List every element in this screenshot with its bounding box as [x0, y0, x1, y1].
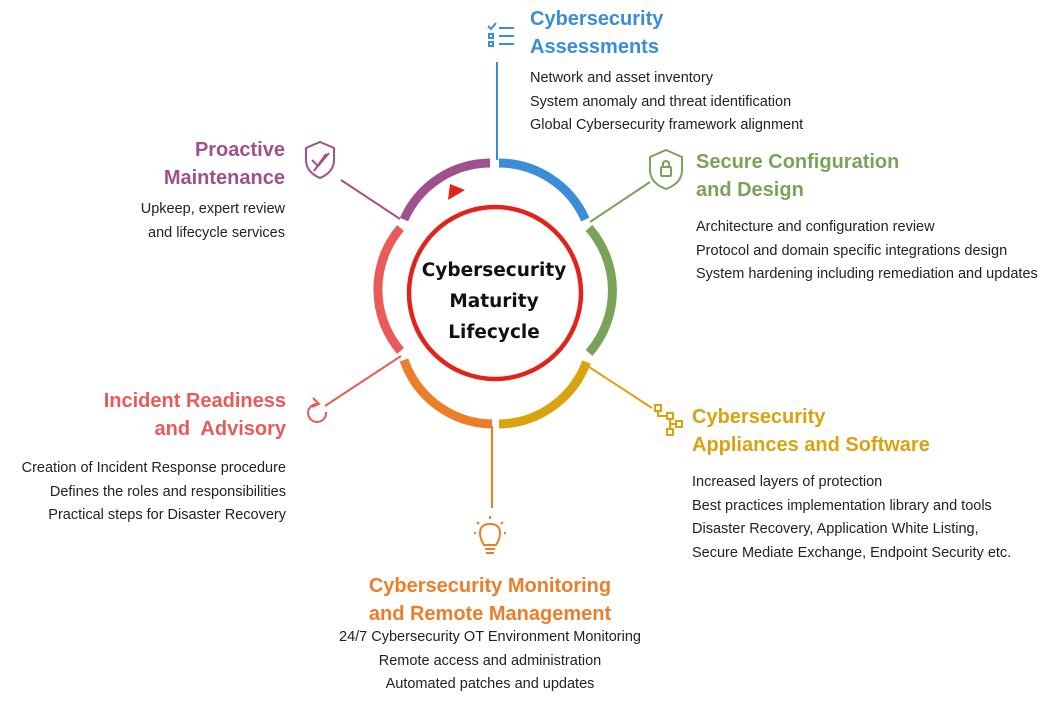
center-title: Cybersecurity Maturity Lifecycle — [410, 255, 578, 348]
maintenance-title-line-2: Maintenance — [163, 167, 285, 189]
monitoring-title-line-2: and Remote Management — [368, 603, 612, 625]
appliances-title-line-1: Cybersecurity — [692, 406, 826, 428]
stage-maintenance: Proactive Maintenance Upkeep, expert rev… — [60, 136, 285, 245]
secure-config-title-line-2: and Design — [696, 179, 804, 201]
connector-maintenance — [340, 179, 401, 220]
monitoring-item: 24/7 Cybersecurity OT Environment Monito… — [339, 629, 641, 645]
appliances-items: Increased layers of protection Best prac… — [692, 471, 1011, 565]
stage-secure-config: Secure Configuration and Design Architec… — [696, 148, 1038, 287]
appliances-title-line-2: Appliances and Software — [692, 434, 930, 456]
incident-item: Defines the roles and responsibilities — [49, 483, 286, 500]
secure-config-item: Protocol and domain specific integration… — [696, 242, 1008, 259]
shield-check-icon — [305, 140, 335, 180]
assessments-title-line-2: Assessments — [530, 36, 659, 58]
center-line-2: Maturity — [449, 291, 539, 312]
secure-config-title-line-1: Secure Configuration — [696, 151, 900, 173]
connector-incident — [324, 355, 402, 407]
hierarchy-icon — [654, 404, 683, 436]
stage-assessments: Cybersecurity Assessments Network and as… — [530, 5, 803, 138]
stage-incident: Incident Readiness and Advisory Creation… — [0, 387, 286, 528]
connector-secure-config — [589, 181, 651, 223]
incident-title-line-2: and Advisory — [154, 418, 286, 440]
checklist-icon — [487, 22, 514, 47]
incident-item: Creation of Incident Response procedure — [21, 460, 286, 476]
assessments-item: System anomaly and threat identification — [530, 93, 792, 110]
monitoring-title: Cybersecurity Monitoring and Remote Mana… — [300, 572, 680, 628]
maintenance-title: Proactive Maintenance — [60, 136, 285, 192]
secure-config-items: Architecture and configuration review Pr… — [696, 216, 1038, 287]
maintenance-item: and lifecycle services — [148, 224, 285, 241]
ring-segment-maintenance — [399, 158, 491, 222]
monitoring-items: 24/7 Cybersecurity OT Environment Monito… — [300, 626, 680, 697]
cycle-arrowhead — [448, 184, 465, 200]
monitoring-item: Remote access and administration — [378, 652, 602, 669]
incident-items: Creation of Incident Response procedure … — [0, 457, 286, 528]
ring-segment-assessments — [498, 158, 590, 222]
assessments-item: Network and asset inventory — [530, 70, 713, 86]
refresh-icon — [307, 397, 328, 423]
appliances-item: Increased layers of protection — [692, 474, 883, 490]
assessments-item: Global Cybersecurity framework alignment — [530, 117, 804, 133]
connector-appliances — [585, 364, 653, 409]
stage-appliances: Cybersecurity Appliances and Software In… — [692, 403, 1011, 565]
secure-config-title: Secure Configuration and Design — [696, 148, 1038, 204]
center-line-1: Cybersecurity — [421, 260, 567, 281]
appliances-item: Disaster Recovery, Application White Lis… — [692, 521, 979, 537]
lightbulb-icon — [474, 516, 506, 554]
maintenance-items: Upkeep, expert review and lifecycle serv… — [60, 198, 285, 245]
incident-item: Practical steps for Disaster Recovery — [48, 507, 286, 523]
maintenance-title-line-1: Proactive — [194, 139, 285, 161]
ring-segment-monitoring — [399, 358, 493, 429]
ring-segment-incident — [373, 225, 404, 354]
appliances-item: Secure Mediate Exchange, Endpoint Securi… — [692, 544, 1012, 561]
secure-config-item: System hardening including remediation a… — [696, 266, 1038, 282]
assessments-items: Network and asset inventory System anoma… — [530, 67, 803, 138]
ring-segment-appliances — [498, 360, 591, 429]
assessments-title: Cybersecurity Assessments — [530, 5, 803, 61]
monitoring-title-line-1: Cybersecurity Monitoring — [368, 575, 612, 597]
incident-title: Incident Readiness and Advisory — [0, 387, 286, 443]
appliances-title: Cybersecurity Appliances and Software — [692, 403, 1011, 459]
secure-config-item: Architecture and configuration review — [696, 219, 935, 235]
assessments-title-line-1: Cybersecurity — [530, 8, 664, 30]
stage-monitoring: Cybersecurity Monitoring and Remote Mana… — [300, 572, 680, 697]
monitoring-item: Automated patches and updates — [385, 676, 595, 692]
incident-title-line-1: Incident Readiness — [103, 390, 286, 412]
inner-cycle-ring — [406, 204, 584, 382]
ring-segment-secure-config — [585, 225, 617, 356]
appliances-item: Best practices implementation library an… — [692, 497, 992, 514]
center-line-3: Lifecycle — [448, 322, 540, 343]
shield-lock-icon — [649, 148, 683, 191]
maintenance-item: Upkeep, expert review — [140, 201, 285, 217]
